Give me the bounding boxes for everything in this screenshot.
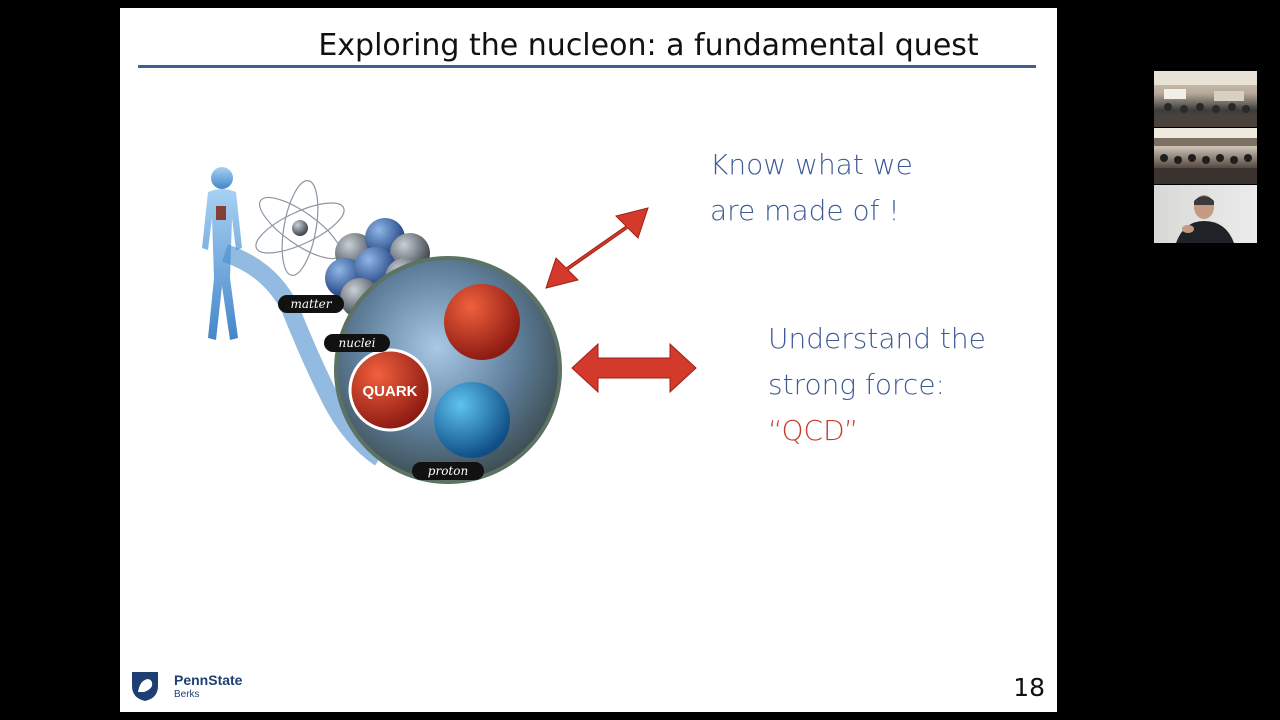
- slide-page-number: 18: [1013, 673, 1045, 702]
- human-figure: [202, 167, 242, 340]
- matter-label: matter: [290, 297, 332, 311]
- slide-title: Exploring the nucleon: a fundamental que…: [318, 28, 979, 63]
- speaker-image: [1176, 195, 1234, 243]
- point-know-what-we-are-made-of: Know what we are made of !: [710, 148, 913, 227]
- video-participant-strip: [1154, 71, 1257, 244]
- quark-label: QUARK: [363, 383, 418, 400]
- participant-video-speaker[interactable]: [1154, 185, 1257, 243]
- qcd-text: “QCD”: [768, 414, 859, 447]
- diagonal-double-arrow-icon: [545, 207, 649, 289]
- red-quark: [444, 284, 520, 360]
- blue-quark: [434, 382, 510, 458]
- participant-video-room-1[interactable]: [1154, 71, 1257, 127]
- audience-room-image: [1154, 128, 1257, 184]
- atom: [255, 180, 345, 276]
- horizontal-double-arrow-icon: [571, 342, 697, 394]
- nuclei-label: nuclei: [339, 336, 376, 350]
- title-rule: [138, 65, 1036, 68]
- nittany-lion-shield-icon: [132, 672, 158, 701]
- matter-to-quark-illustration: QUARK matter nuclei proton: [202, 167, 562, 484]
- point-understand-strong-force: Understand the strong force: “QCD”: [768, 316, 986, 454]
- presentation-slide: Exploring the nucleon: a fundamental que…: [120, 8, 1057, 712]
- pennstate-logo: PennState Berks: [130, 670, 260, 706]
- audience-room-image: [1154, 71, 1257, 127]
- proton-label: proton: [428, 464, 468, 478]
- quark-highlight: [348, 348, 432, 432]
- participant-video-room-2[interactable]: [1154, 128, 1257, 184]
